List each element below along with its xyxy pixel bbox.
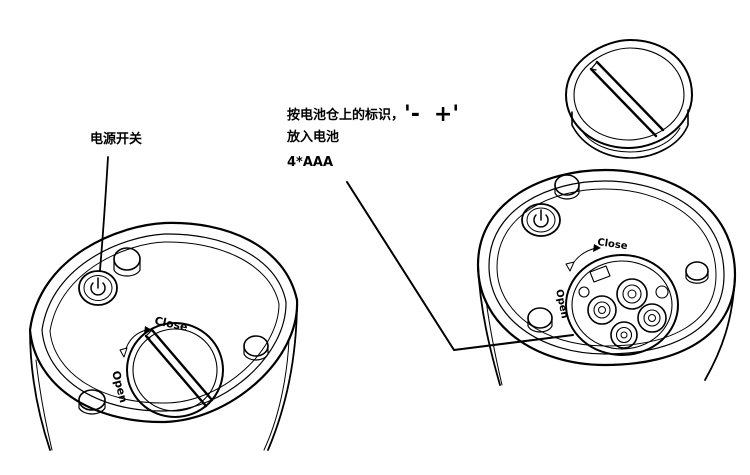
device-open-side-left-inner — [485, 299, 503, 386]
arrow-close — [593, 244, 601, 252]
device-closed-side-right — [267, 299, 298, 451]
arrow-close — [144, 326, 152, 334]
battery-cap-removed — [565, 39, 693, 159]
aaa-battery — [587, 295, 617, 325]
aaa-battery — [610, 321, 638, 349]
device-marking-close: Close — [597, 237, 629, 252]
screw-post — [113, 247, 141, 277]
arrow-open — [119, 347, 128, 358]
screw-post — [527, 307, 553, 333]
battery-contact — [578, 286, 590, 298]
screw-post — [554, 174, 580, 200]
polarity-plus: +' — [433, 102, 460, 127]
battery-instruction-line1: 按电池仓上的标识，'- +' — [287, 104, 459, 126]
device-open-rim-inner — [488, 180, 725, 355]
device-open-side-left — [477, 264, 501, 386]
rotate-arc-open — [573, 247, 597, 263]
aaa-battery — [616, 278, 648, 310]
battery-cap-closed[interactable] — [126, 322, 224, 418]
battery-instruction-line2: 放入电池 — [287, 130, 340, 145]
device-closed-side-left-inner — [35, 359, 53, 451]
polarity-minus: '- — [404, 102, 420, 127]
power-icon — [533, 209, 549, 228]
leader-line-battery — [346, 181, 574, 351]
power-switch-label: 电源开关 — [90, 132, 143, 147]
device-closed — [28, 221, 299, 451]
power-button-open[interactable] — [521, 203, 561, 237]
power-icon — [90, 277, 106, 296]
device-open — [476, 39, 737, 386]
device-closed-rim-inner2 — [49, 241, 280, 404]
rotate-arc-closed — [124, 329, 147, 353]
device-closed-side-left — [29, 329, 51, 451]
instruction-text: 按电池仓上的标识， — [287, 108, 405, 123]
leader-line-power — [99, 156, 109, 271]
device-closed-side-right-inner — [263, 339, 290, 451]
battery-compartment — [565, 254, 679, 356]
device-open-side-right — [704, 274, 736, 381]
screw-post — [685, 261, 709, 284]
screw-post — [78, 389, 106, 415]
device-marking-close: Close — [153, 314, 188, 334]
arrow-open — [565, 261, 575, 272]
power-button-closed[interactable] — [78, 270, 118, 306]
battery-contact — [655, 285, 669, 299]
aaa-battery — [637, 303, 667, 333]
battery-spec-label: 4*AAA — [287, 155, 334, 170]
screw-post — [243, 335, 269, 361]
